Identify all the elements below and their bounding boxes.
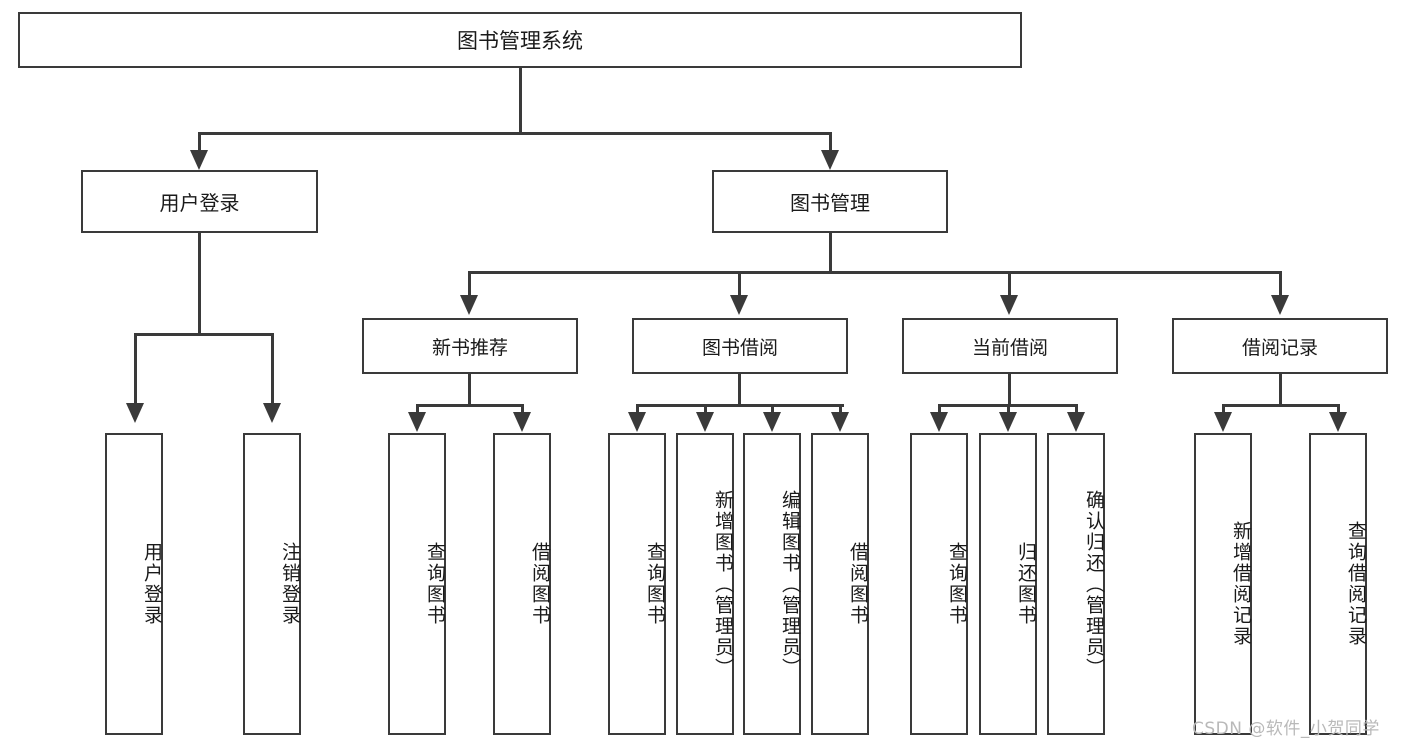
connector-drop-l3-2: [738, 271, 741, 297]
node-label: 借阅记录: [1241, 336, 1318, 359]
arrow-down-bb-4: [831, 412, 849, 432]
leaf-user-login[interactable]: 用户登录: [105, 433, 163, 735]
arrow-down-bb-2: [696, 412, 714, 432]
arrow-down-cb-2: [999, 412, 1017, 432]
node-label: 图书管理系统: [457, 29, 583, 53]
connector-level2-bus: [198, 132, 832, 135]
connector-drop-bb-1: [636, 404, 639, 416]
leaf-label: 借阅图书: [529, 542, 551, 626]
arrow-down-cb-1: [930, 412, 948, 432]
leaf-label: 查询图书: [644, 542, 666, 626]
connector-root-stem: [519, 68, 522, 134]
arrow-down-l3-2: [730, 295, 748, 315]
leaf-label: 归还图书: [1015, 542, 1037, 626]
connector-bus-borrow-record: [1222, 404, 1340, 407]
leaf-edit-book-admin[interactable]: 编辑图书（管理员）: [743, 433, 801, 735]
node-book-management[interactable]: 图书管理: [712, 170, 948, 233]
arrow-down-book-manage: [821, 150, 839, 170]
node-label: 当前借阅: [971, 336, 1048, 359]
connector-drop-l3-4: [1279, 271, 1282, 297]
connector-drop-bb-2: [704, 404, 707, 416]
connector-drop-nb-2: [521, 404, 524, 416]
node-current-borrow[interactable]: 当前借阅: [902, 318, 1118, 374]
connector-drop-l3-3: [1008, 271, 1011, 297]
node-label: 用户登录: [159, 191, 240, 215]
leaf-query-borrow-record[interactable]: 查询借阅记录: [1309, 433, 1367, 735]
connector-drop-br-2: [1337, 404, 1340, 416]
leaf-add-borrow-record[interactable]: 新增借阅记录: [1194, 433, 1252, 735]
leaf-logout-login[interactable]: 注销登录: [243, 433, 301, 735]
leaf-label: 编辑图书（管理员）: [779, 489, 801, 679]
connector-bus-new-book: [416, 404, 524, 407]
connector-drop-br-1: [1222, 404, 1225, 416]
connector-drop-cb-1: [938, 404, 941, 416]
connector-drop-user-login: [198, 132, 201, 152]
arrow-down-cb-3: [1067, 412, 1085, 432]
leaf-query-book-current[interactable]: 查询图书: [910, 433, 968, 735]
leaf-return-book[interactable]: 归还图书: [979, 433, 1037, 735]
connector-drop-bb-3: [771, 404, 774, 416]
node-label: 新书推荐: [431, 336, 508, 359]
leaf-add-book-admin[interactable]: 新增图书（管理员）: [676, 433, 734, 735]
connector-drop-ul-1: [134, 333, 137, 405]
arrow-down-l3-1: [460, 295, 478, 315]
leaf-label: 注销登录: [279, 542, 301, 626]
connector-stem-current-borrow: [1008, 374, 1011, 406]
leaf-query-book-borrow[interactable]: 查询图书: [608, 433, 666, 735]
connector-drop-nb-1: [416, 404, 419, 416]
node-root-system[interactable]: 图书管理系统: [18, 12, 1022, 68]
connector-bus-user-login: [134, 333, 274, 336]
leaf-confirm-return-admin[interactable]: 确认归还（管理员）: [1047, 433, 1105, 735]
connector-drop-ul-2: [271, 333, 274, 405]
arrow-down-l3-3: [1000, 295, 1018, 315]
arrow-down-nb-1: [408, 412, 426, 432]
connector-drop-bb-4: [839, 404, 842, 416]
node-borrow-record[interactable]: 借阅记录: [1172, 318, 1388, 374]
leaf-label: 用户登录: [141, 542, 163, 626]
leaf-label: 新增图书（管理员）: [712, 489, 734, 679]
leaf-label: 确认归还（管理员）: [1083, 489, 1105, 679]
leaf-label: 查询图书: [946, 542, 968, 626]
arrow-down-ul-2: [263, 403, 281, 423]
arrow-down-l3-4: [1271, 295, 1289, 315]
leaf-label: 查询借阅记录: [1345, 521, 1367, 647]
arrow-down-br-1: [1214, 412, 1232, 432]
connector-drop-cb-2: [1007, 404, 1010, 416]
node-new-book-recommend[interactable]: 新书推荐: [362, 318, 578, 374]
connector-stem-borrow-record: [1279, 374, 1282, 406]
leaf-label: 借阅图书: [847, 542, 869, 626]
arrow-down-nb-2: [513, 412, 531, 432]
connector-stem-book-manage: [829, 233, 832, 273]
leaf-label: 新增借阅记录: [1230, 521, 1252, 647]
leaf-borrow-book[interactable]: 借阅图书: [811, 433, 869, 735]
node-book-borrow[interactable]: 图书借阅: [632, 318, 848, 374]
connector-drop-book-manage: [829, 132, 832, 152]
node-label: 图书管理: [790, 191, 870, 215]
connector-drop-l3-1: [468, 271, 471, 297]
arrow-down-bb-3: [763, 412, 781, 432]
node-user-login[interactable]: 用户登录: [81, 170, 318, 233]
arrow-down-br-2: [1329, 412, 1347, 432]
leaf-label: 查询图书: [424, 542, 446, 626]
node-label: 图书借阅: [701, 336, 778, 359]
connector-drop-cb-3: [1075, 404, 1078, 416]
connector-stem-new-book: [468, 374, 471, 406]
arrow-down-ul-1: [126, 403, 144, 423]
leaf-borrow-book-newbook[interactable]: 借阅图书: [493, 433, 551, 735]
connector-stem-book-borrow: [738, 374, 741, 406]
arrow-down-bb-1: [628, 412, 646, 432]
connector-bus-level3: [468, 271, 1282, 274]
arrow-down-user-login: [190, 150, 208, 170]
connector-bus-book-borrow: [636, 404, 844, 407]
leaf-query-book-newbook[interactable]: 查询图书: [388, 433, 446, 735]
connector-stem-user-login: [198, 233, 201, 335]
